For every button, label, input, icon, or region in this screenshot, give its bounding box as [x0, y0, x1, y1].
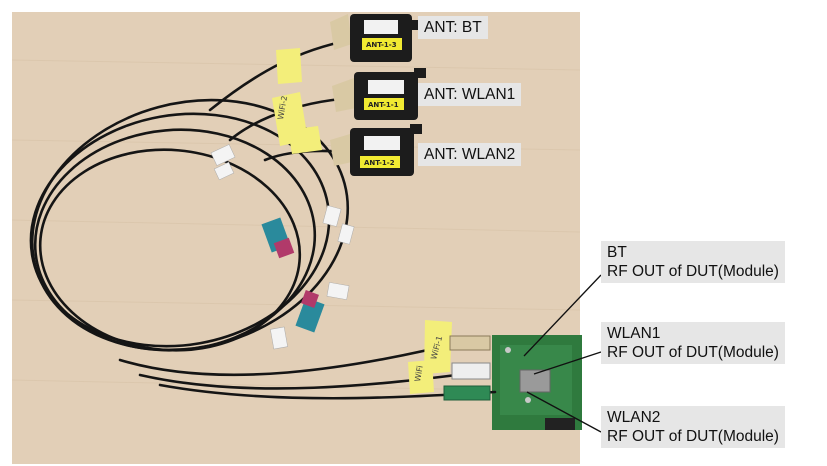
- callout-ant-bt: ANT: BT: [418, 16, 488, 39]
- antenna-bt-sticker: ANT-1-3: [366, 41, 397, 49]
- tape-flags: WiFi-2 WiFi-1 WiFi: [272, 48, 452, 394]
- antenna-bt: ANT-1-3: [330, 14, 418, 62]
- callout-port-wlan1: WLAN1 RF OUT of DUT(Module): [601, 322, 785, 364]
- pcb-connectors: [443, 335, 491, 401]
- tape-label-wifi: WiFi: [413, 365, 425, 383]
- callout-port-bt-name: BT: [607, 244, 627, 261]
- callout-port-wlan2-name: WLAN2: [607, 409, 661, 426]
- cable-markers: [210, 144, 355, 350]
- tape-label-wifi2: WiFi-2: [276, 95, 289, 120]
- callout-ant-wlan2: ANT: WLAN2: [418, 143, 522, 166]
- callout-ant-bt-text: ANT: BT: [424, 19, 482, 36]
- callout-port-bt: BT RF OUT of DUT(Module): [601, 241, 785, 283]
- callout-port-wlan2-desc: RF OUT of DUT(Module): [607, 428, 779, 445]
- callout-port-wlan1-name: WLAN1: [607, 325, 661, 342]
- callout-pointers: [523, 274, 602, 433]
- callout-ant-wlan1: ANT: WLAN1: [418, 83, 522, 106]
- callout-port-wlan2: WLAN2 RF OUT of DUT(Module): [601, 406, 785, 448]
- pcb-board: [492, 335, 582, 430]
- antenna-wlan2: ANT-1-2: [330, 124, 422, 176]
- callout-port-wlan1-desc: RF OUT of DUT(Module): [607, 344, 779, 361]
- callout-ant-wlan2-text: ANT: WLAN2: [424, 146, 516, 163]
- antenna-wlan2-sticker: ANT-1-2: [364, 159, 395, 167]
- antenna-wlan1-sticker: ANT-1-1: [368, 101, 399, 109]
- callout-port-bt-desc: RF OUT of DUT(Module): [607, 263, 779, 280]
- antenna-wlan1: ANT-1-1: [332, 68, 426, 120]
- callout-ant-wlan1-text: ANT: WLAN1: [424, 86, 516, 103]
- teal-connectors: [261, 217, 325, 333]
- cables: [29, 38, 497, 400]
